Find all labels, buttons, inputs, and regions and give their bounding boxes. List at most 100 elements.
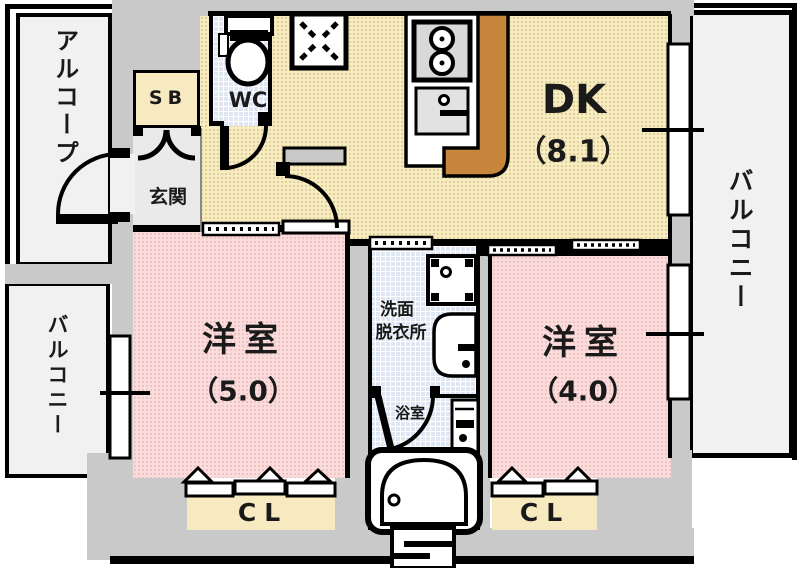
west5-label: 洋室: [202, 320, 286, 361]
washbasin-handle: [458, 344, 478, 351]
dimension-tick-west4: [646, 332, 704, 336]
entrance-doorway: [110, 154, 135, 214]
wm-corner-b: [465, 259, 473, 267]
dk-area-label: （8.1）: [516, 134, 630, 170]
pipe-space-bar-bottom: [394, 553, 430, 559]
wall-alcove-balcony-divider: [5, 264, 112, 284]
west5-door-leaf: [281, 219, 351, 235]
outer-border-left: [5, 4, 10, 478]
entrance-door-arc: [56, 152, 119, 215]
shoebox-hinge-left: [133, 126, 143, 136]
shoe-box: [133, 70, 200, 128]
wall-below-closet-left: [335, 478, 370, 530]
closet-left-triangle-1: [180, 465, 216, 484]
wm-corner-d: [465, 293, 473, 301]
wm-corner-c: [431, 293, 439, 301]
unit-right-wall: [668, 14, 672, 458]
washroom-right-wall: [476, 239, 480, 530]
wc-strike-bracket: [258, 112, 270, 124]
wc-left-wall: [209, 14, 213, 126]
west4-label: 洋室: [542, 323, 626, 364]
stove-burner-top-dot: [439, 36, 445, 42]
dk-label: DK: [541, 77, 607, 123]
outer-border-top-right: [676, 3, 797, 8]
stove-burner-bottom-dot: [439, 60, 445, 66]
west5-right-wall: [345, 225, 350, 478]
shoebox-hinge-right: [191, 126, 201, 136]
kitchen-faucet-dot: [438, 94, 450, 106]
closet-left-panel-1: [184, 481, 235, 498]
balcony-left-area: [5, 282, 110, 478]
bathroom-door-arc: [390, 395, 435, 451]
pipe-space-bar-top: [404, 541, 452, 547]
pipe-space-box: [390, 526, 456, 568]
bath-wash-divider-b: [436, 394, 480, 398]
vent-hatch-icon: [289, 11, 349, 71]
wc-right-wall: [268, 14, 272, 126]
balcony-right-label: バルコニー: [725, 167, 755, 313]
shoebox-door-arc-right: [164, 129, 196, 161]
wall-above-shoebox: [133, 0, 200, 70]
wc-label: WC: [228, 87, 268, 112]
west5-door-hinge-bracket: [276, 162, 290, 176]
west4-left-wall: [488, 256, 492, 478]
wc-door-leaf: [220, 126, 229, 170]
wm-corner-a: [431, 259, 439, 267]
entrance-label: 玄関: [148, 186, 188, 209]
west-room-5: [133, 232, 347, 478]
closet-right-panel-2: [543, 479, 599, 496]
dimension-tick-dk: [642, 128, 704, 132]
bathroom-door-strike: [430, 386, 440, 398]
entrance-door-leaf: [56, 214, 118, 224]
washroom-label-line1: 洗面: [380, 300, 414, 321]
toilet-bowl: [225, 37, 271, 87]
entrance-step-line: [200, 128, 202, 232]
bathtub-drain: [387, 493, 401, 507]
balcony-left-label: バルコニー: [45, 313, 70, 439]
wc-door-arc: [223, 125, 268, 170]
west5-door-arc: [284, 174, 339, 229]
bathroom-door-leaf: [374, 395, 395, 450]
dimension-tick-west5: [100, 391, 150, 395]
kitchen-counter-brown: [442, 12, 510, 178]
west5-area-label: （5.0）: [190, 374, 296, 408]
shower-faucet: [456, 420, 474, 428]
closet-left: [187, 494, 335, 530]
kitchen-faucet-spout: [440, 110, 468, 116]
west4-area-label: （4.0）: [530, 374, 636, 408]
outer-border-top-left: [5, 4, 118, 9]
bathtub-inner: [380, 457, 468, 526]
bathroom-door-hinge: [371, 386, 381, 398]
entrance-floor: [133, 126, 200, 232]
window-west5-balcony: [108, 334, 132, 460]
entrance-hinge-bracket: [110, 212, 130, 222]
vent-dash-2: [319, 21, 339, 41]
bathroom-label: 浴室: [394, 404, 426, 423]
balcony-right-area: [688, 10, 794, 458]
closet-right-label: CL: [519, 497, 571, 527]
entrance-strike-bracket: [110, 148, 130, 158]
wall-mid-column: [347, 232, 370, 530]
vent-dash-1: [299, 21, 319, 41]
closet-right: [492, 494, 597, 530]
vent-dash-3: [299, 41, 319, 61]
closet-left-panel-2: [233, 479, 287, 496]
shoebox-label: SB: [148, 87, 188, 110]
hall-dk-wall-stub: [282, 146, 347, 166]
closet-right-panel-1: [490, 481, 545, 498]
toilet-side-grill: [218, 33, 229, 57]
shower-dot: [459, 434, 467, 442]
washbasin-drain: [462, 360, 470, 368]
toilet-tank-band: [230, 30, 268, 41]
closet-right-triangle-1: [494, 465, 530, 484]
wc-bottom-wall-a: [211, 121, 224, 126]
closet-left-triangle-3: [301, 467, 335, 484]
outer-border-right: [792, 3, 797, 460]
alcove-label: アルコープ: [50, 28, 79, 168]
washroom-label-line2: 脱衣所: [375, 323, 427, 344]
vent-dash-4: [319, 41, 339, 61]
closet-left-label: CL: [237, 497, 289, 527]
west-room-4: [492, 256, 671, 478]
